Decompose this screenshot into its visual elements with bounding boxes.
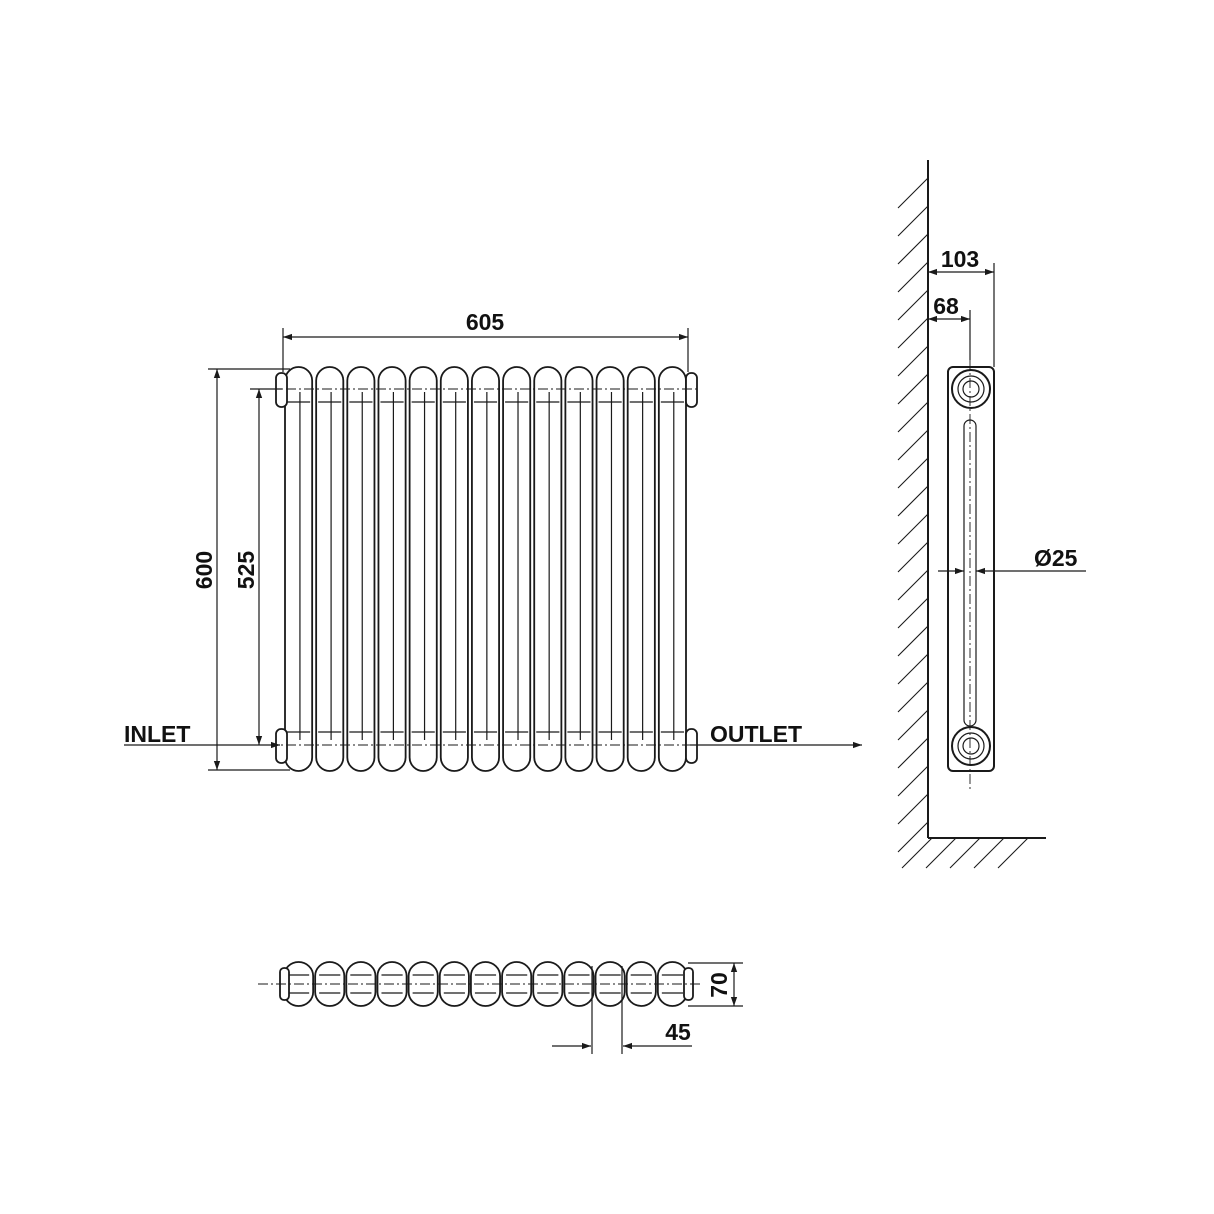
wall-hatch-line <box>897 205 929 237</box>
wall-hatch-line <box>897 569 929 601</box>
depth-dimension: 103 <box>928 246 995 367</box>
radiator-column <box>533 366 563 772</box>
wall-hatch-line <box>897 793 929 825</box>
height-label: 600 <box>191 551 217 589</box>
wall-hatch-line <box>897 457 929 489</box>
bottom-connector <box>951 726 991 766</box>
wall-hatch-line <box>897 485 929 517</box>
floor-hatch-line <box>949 837 981 869</box>
radiator-column <box>315 366 345 772</box>
wall-hatch-line <box>897 765 929 797</box>
floor-hatch-line <box>925 837 957 869</box>
floor-hatching <box>901 837 1029 869</box>
wall-hatch-line <box>897 261 929 293</box>
width-label: 605 <box>466 309 505 335</box>
radiator-columns <box>275 366 698 772</box>
wall-hatch-line <box>897 373 929 405</box>
floor-hatch-line <box>901 837 933 869</box>
wall-hatching <box>897 177 929 853</box>
radiator-column <box>564 366 594 772</box>
radiator-column <box>377 366 407 772</box>
wall-hatch-line <box>897 289 929 321</box>
pitch-label: 45 <box>665 1019 691 1045</box>
top-connector <box>951 369 991 409</box>
radiator-column <box>595 366 625 772</box>
wall-hatch-line <box>897 597 929 629</box>
inlet-label: INLET <box>124 721 190 747</box>
radiator-column <box>626 366 656 772</box>
radiator-column <box>502 366 532 772</box>
wall-hatch-line <box>897 541 929 573</box>
front-view: 605 600 525 INLET OUTLET <box>124 309 862 772</box>
wall-hatch-line <box>897 317 929 349</box>
end-connector <box>275 728 288 764</box>
radiator-column <box>657 366 687 772</box>
end-connector <box>685 728 698 764</box>
wall-hatch-line <box>897 345 929 377</box>
wall-hatch-line <box>897 177 929 209</box>
wall-offset-label: 68 <box>933 293 959 319</box>
end-connector <box>275 372 288 408</box>
wall-hatch-line <box>897 653 929 685</box>
depth-label: 103 <box>941 246 979 272</box>
end-connector <box>685 372 698 408</box>
radiator-column <box>284 366 314 772</box>
top-depth-label: 70 <box>706 972 732 998</box>
radiator-side-profile <box>947 366 995 772</box>
wall-hatch-line <box>897 821 929 853</box>
wall-hatch-line <box>897 737 929 769</box>
outlet-label: OUTLET <box>710 721 802 747</box>
wall-hatch-line <box>897 709 929 741</box>
width-dimension: 605 <box>282 309 689 372</box>
wall-hatch-line <box>897 233 929 265</box>
wall-offset-dimension: 68 <box>928 293 971 360</box>
wall-hatch-line <box>897 401 929 433</box>
centres-dimension: 525 <box>233 388 282 745</box>
inlet-indicator: INLET <box>124 721 280 749</box>
radiator-column <box>439 366 469 772</box>
height-dimension: 600 <box>191 368 290 771</box>
side-view: 103 68 Ø25 <box>897 160 1086 869</box>
pipe-label: Ø25 <box>1034 545 1078 571</box>
wall-hatch-line <box>897 625 929 657</box>
centres-label: 525 <box>233 551 259 590</box>
floor-hatch-line <box>997 837 1029 869</box>
floor-hatch-line <box>973 837 1005 869</box>
wall-hatch-line <box>897 429 929 461</box>
pitch-dimension: 45 <box>552 966 692 1054</box>
wall-hatch-line <box>897 513 929 545</box>
radiator-column <box>346 366 376 772</box>
radiator-column <box>471 366 500 772</box>
top-depth-dimension: 70 <box>688 962 743 1007</box>
top-view: 70 45 <box>258 961 743 1054</box>
wall-hatch-line <box>897 681 929 713</box>
radiator-column <box>408 366 438 772</box>
outlet-indicator: OUTLET <box>690 721 862 749</box>
pipe-dimension: Ø25 <box>938 545 1086 575</box>
